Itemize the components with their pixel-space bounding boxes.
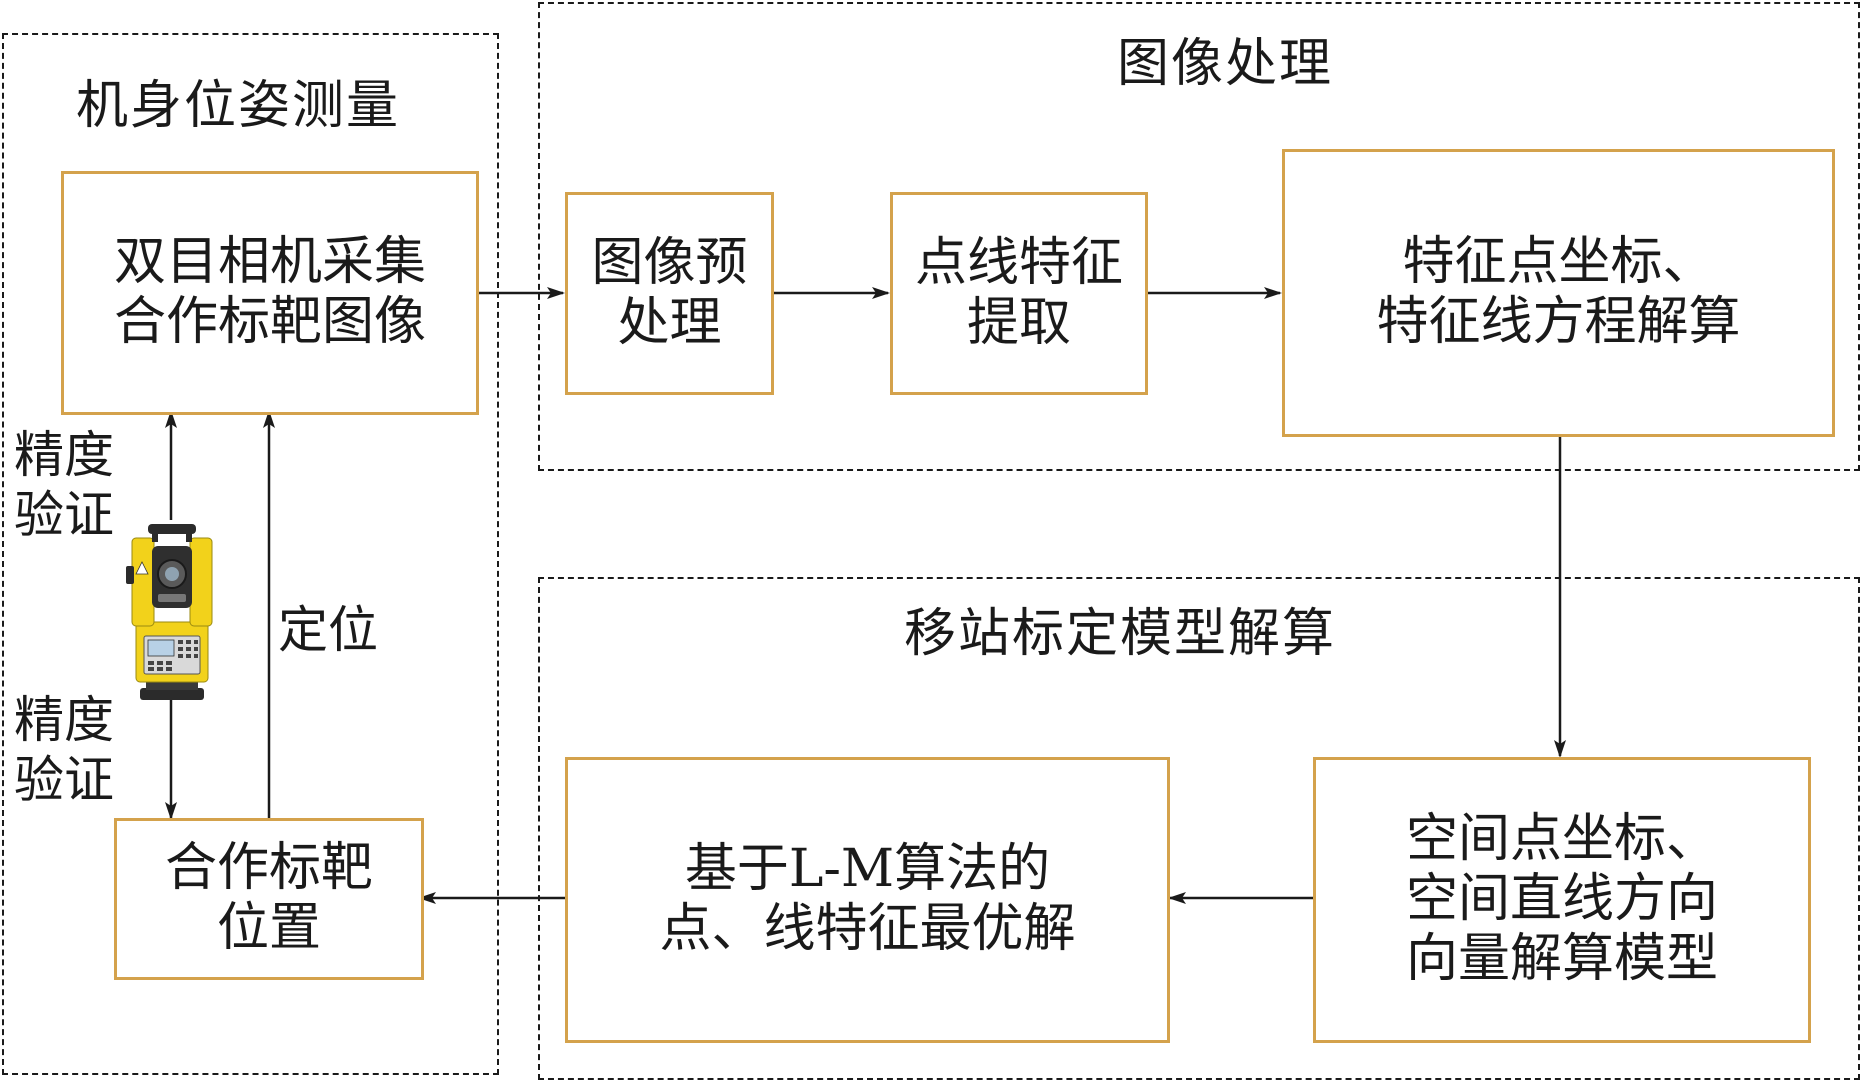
box-line: 图像预 [591,232,748,293]
box-feature-extract: 点线特征提取 [890,192,1148,395]
box-binocular-capture: 双目相机采集合作标靶图像 [61,171,479,415]
label-line: 精度 [14,426,114,484]
region-title-pose: 机身位姿测量 [76,76,401,136]
box-line: 位置 [216,898,321,958]
box-line: 点、线特征最优解 [659,899,1076,959]
box-line: 空间直线方向 [1405,869,1718,930]
box-line: 双目相机采集 [113,232,426,293]
box-feature-solve: 特征点坐标、特征线方程解算 [1282,149,1835,437]
box-line: 基于L-M算法的 [684,839,1051,900]
box-line: 特征点坐标、 [1402,232,1715,293]
label-line: 精度 [14,691,114,749]
box-line: 空间点坐标、 [1405,809,1718,870]
total-station-icon [126,524,213,700]
region-title-calib: 移站标定模型解算 [904,604,1337,664]
label-positioning: 定位 [278,601,378,659]
box-line: 向量解算模型 [1405,928,1718,989]
region-title-image: 图像处理 [1117,34,1334,94]
region-image-processing [538,2,1860,471]
label-accuracy-verify-bottom: 精度 验证 [14,690,114,810]
region-calibration-model [538,577,1860,1080]
label-accuracy-verify-top: 精度 验证 [14,425,114,545]
box-line: 点线特征 [914,232,1123,293]
box-space-model: 空间点坐标、空间直线方向向量解算模型 [1313,757,1811,1043]
label-line: 验证 [14,751,114,809]
box-target-position: 合作标靶位置 [114,818,424,980]
box-line: 合作标靶 [164,838,373,899]
region-pose-measurement [2,33,499,1075]
box-lm-optimal: 基于L-M算法的点、线特征最优解 [565,757,1170,1043]
box-line: 合作标靶图像 [113,292,426,352]
box-line: 处理 [617,292,722,353]
box-line: 提取 [966,292,1071,353]
box-line: 特征线方程解算 [1376,292,1741,352]
label-line: 验证 [14,486,114,544]
box-image-preprocess: 图像预处理 [565,192,774,395]
